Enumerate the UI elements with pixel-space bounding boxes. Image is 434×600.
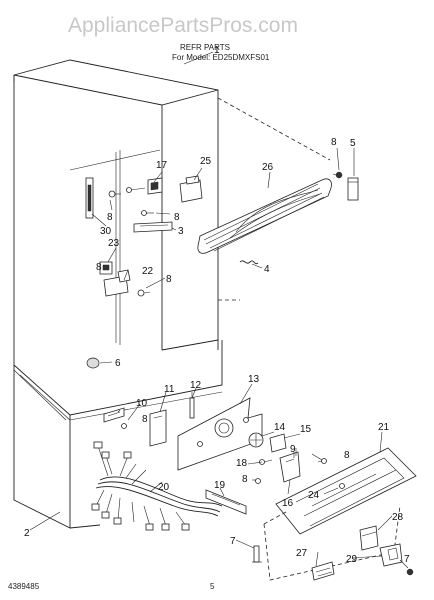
screw-icon bbox=[255, 478, 261, 484]
callout-8-bracket: 8 bbox=[174, 212, 180, 223]
callout-8-cover: 8 bbox=[142, 414, 148, 425]
callout-25: 25 bbox=[200, 156, 212, 167]
part-25-housing bbox=[179, 175, 203, 203]
callout-5: 5 bbox=[350, 138, 356, 149]
part-14-motor bbox=[248, 432, 264, 448]
part-21-drain-pan bbox=[275, 447, 417, 535]
part-10-bracket bbox=[103, 407, 125, 423]
screw-icon bbox=[137, 289, 151, 297]
part-3-bracket bbox=[133, 221, 173, 233]
callout-8-upper-door: 8 bbox=[96, 262, 102, 273]
part-7-fitting bbox=[252, 545, 262, 563]
callout-26: 26 bbox=[262, 162, 274, 173]
callout-7-lower-left: 7 bbox=[230, 536, 236, 547]
diagram-title: REFR PARTS bbox=[180, 43, 230, 52]
part-17-clip bbox=[126, 177, 163, 195]
part-13-cover bbox=[177, 397, 263, 471]
screw-icon bbox=[141, 210, 154, 216]
part-23-clip bbox=[99, 261, 113, 275]
doc-number: 4389485 bbox=[8, 582, 40, 591]
callout-8-right: 8 bbox=[344, 450, 350, 461]
part-5-block bbox=[347, 177, 359, 201]
model-number: For Model: ED25DMXFS01 bbox=[172, 53, 270, 62]
screw-icon bbox=[332, 171, 343, 179]
page-number: 5 bbox=[210, 582, 215, 591]
callout-8-hinge: 8 bbox=[107, 212, 113, 223]
callout-24: 24 bbox=[308, 490, 320, 501]
callout-7-lower-right: 7 bbox=[404, 554, 410, 565]
screw-icon bbox=[317, 458, 327, 464]
callout-2: 2 bbox=[24, 528, 30, 539]
callout-30: 30 bbox=[100, 226, 112, 237]
callout-15: 15 bbox=[300, 424, 312, 435]
callout-21: 21 bbox=[378, 422, 390, 433]
callout-1: 1 bbox=[214, 45, 220, 56]
part-20-wire-harness bbox=[91, 441, 223, 531]
callout-28: 28 bbox=[392, 512, 404, 523]
callout-9: 9 bbox=[290, 444, 296, 455]
callout-6: 6 bbox=[115, 358, 121, 369]
part-6-plug bbox=[86, 357, 100, 369]
screw-icon bbox=[108, 190, 121, 198]
callout-23: 23 bbox=[108, 238, 120, 249]
screw-icon bbox=[406, 568, 414, 576]
callout-8-top-right: 8 bbox=[331, 137, 337, 148]
part-29-clip bbox=[379, 543, 403, 567]
callout-8-lower-hinge: 8 bbox=[166, 274, 172, 285]
part-4-spring bbox=[239, 260, 259, 265]
part-30-bracket bbox=[85, 177, 94, 219]
callout-16: 16 bbox=[282, 498, 294, 509]
callout-13: 13 bbox=[248, 374, 260, 385]
callout-17: 17 bbox=[156, 160, 168, 171]
callout-10: 10 bbox=[136, 398, 148, 409]
part-26-breaker-trim bbox=[197, 178, 332, 254]
watermark: AppliancePartsPros.com bbox=[68, 14, 298, 37]
callout-22: 22 bbox=[142, 266, 154, 277]
callout-12: 12 bbox=[190, 380, 202, 391]
callout-27: 27 bbox=[296, 548, 308, 559]
callout-18: 18 bbox=[236, 458, 248, 469]
part-28-block bbox=[359, 525, 379, 551]
callout-8-bottom: 8 bbox=[242, 474, 248, 485]
callout-20: 20 bbox=[158, 482, 170, 493]
callout-11: 11 bbox=[164, 384, 175, 395]
part-12-sensor bbox=[189, 392, 195, 419]
callout-labels: 1 2 3 4 5 6 7 7 8 8 8 8 8 8 8 8 9 10 11 … bbox=[24, 45, 410, 565]
part-11-switch bbox=[149, 409, 167, 447]
screw-icon bbox=[121, 423, 127, 429]
leader-lines bbox=[29, 51, 409, 569]
callout-14: 14 bbox=[274, 422, 286, 433]
part-19-bracket bbox=[205, 489, 247, 515]
callout-19: 19 bbox=[214, 480, 226, 491]
part-15-relay bbox=[269, 433, 287, 453]
callout-3: 3 bbox=[178, 226, 184, 237]
part-27-pad bbox=[311, 561, 335, 581]
callout-29: 29 bbox=[346, 554, 358, 565]
callout-4: 4 bbox=[264, 264, 270, 275]
part-16-bracket bbox=[279, 448, 301, 483]
